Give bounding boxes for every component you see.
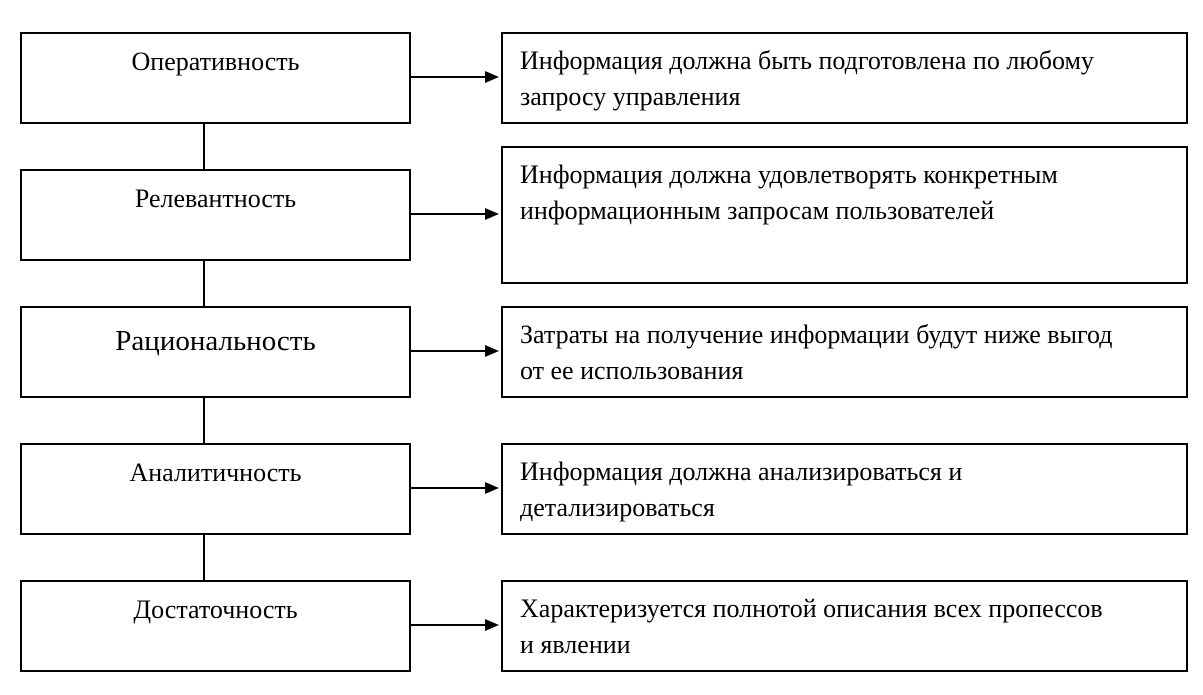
arrow-icon	[411, 482, 499, 494]
property-label: Аналитичность	[129, 458, 302, 487]
property-box-operativeness: Оперативность	[20, 32, 411, 124]
description-text: Характеризуется полнотой описания всех п…	[520, 594, 1103, 659]
arrow-icon	[411, 345, 499, 357]
arrow-icon	[411, 619, 499, 631]
description-text: Затраты на получение информации будут ни…	[520, 320, 1113, 385]
vertical-connector	[203, 398, 205, 443]
description-text: Информация должна удовлетворять конкретн…	[520, 160, 1058, 225]
vertical-connector	[203, 535, 205, 580]
property-box-rationality: Рациональность	[20, 306, 411, 398]
arrow-icon	[411, 208, 499, 220]
property-label: Рациональность	[115, 325, 316, 357]
property-box-analyticity: Аналитичность	[20, 443, 411, 535]
description-box: Информация должна анализироваться и дета…	[501, 443, 1188, 535]
description-box: Информация должна удовлетворять конкретн…	[501, 146, 1188, 284]
description-box: Затраты на получение информации будут ни…	[501, 306, 1188, 398]
description-text: Информация должна быть подготовлена по л…	[520, 46, 1094, 111]
description-box: Характеризуется полнотой описания всех п…	[501, 580, 1188, 672]
property-box-sufficiency: Достаточность	[20, 580, 411, 672]
vertical-connector	[203, 261, 205, 306]
arrow-icon	[411, 71, 499, 83]
property-label: Релевантность	[134, 184, 297, 213]
description-text: Информация должна анализироваться и дета…	[520, 457, 963, 522]
property-label: Оперативность	[131, 47, 300, 76]
vertical-connector	[203, 124, 205, 169]
property-box-relevance: Релевантность	[20, 169, 411, 261]
description-box: Информация должна быть подготовлена по л…	[501, 32, 1188, 124]
property-label: Достаточность	[133, 595, 298, 624]
